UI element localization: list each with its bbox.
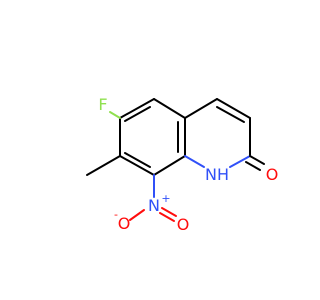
atom-oxygen-nitro-minus: O: [118, 214, 131, 233]
bond-n-o-double-2: [159, 212, 175, 222]
bond-c2-o: [249, 155, 265, 165]
bond-c4a-c4: [184, 98, 218, 119]
bond-n-o-double: [161, 207, 177, 217]
bond-c7-c8: [119, 155, 155, 176]
bond-c7-methyl: [86, 155, 121, 176]
bond-c6-f: [109, 111, 121, 119]
bond-c5-c6-double: [124, 106, 151, 122]
bond-c4-c3-double: [216, 106, 245, 123]
atom-nh: NH: [205, 165, 229, 184]
bond-c4-c3: [216, 98, 251, 119]
bond-c2-o-double: [245, 161, 261, 171]
bond-c5-c6: [119, 98, 155, 119]
bond-c8-c8a: [153, 155, 186, 176]
bond-c4a-c5: [153, 98, 186, 119]
charge-minus: -: [114, 208, 118, 221]
atom-oxygen-carbonyl: O: [266, 165, 279, 184]
atom-fluorine: F: [98, 95, 107, 114]
atom-oxygen-nitro-double: O: [177, 215, 190, 234]
bond-c8a-n1: [184, 155, 205, 168]
charge-plus: +: [161, 192, 170, 205]
atom-nitrogen-nitro: N: [148, 196, 160, 215]
bond-n-o-minus: [129, 209, 145, 221]
bond-c7-c8-double: [124, 152, 151, 168]
bond-n1-c2: [229, 155, 251, 168]
molecule-structure-diagram: F NH O N + O - O: [86, 95, 279, 234]
